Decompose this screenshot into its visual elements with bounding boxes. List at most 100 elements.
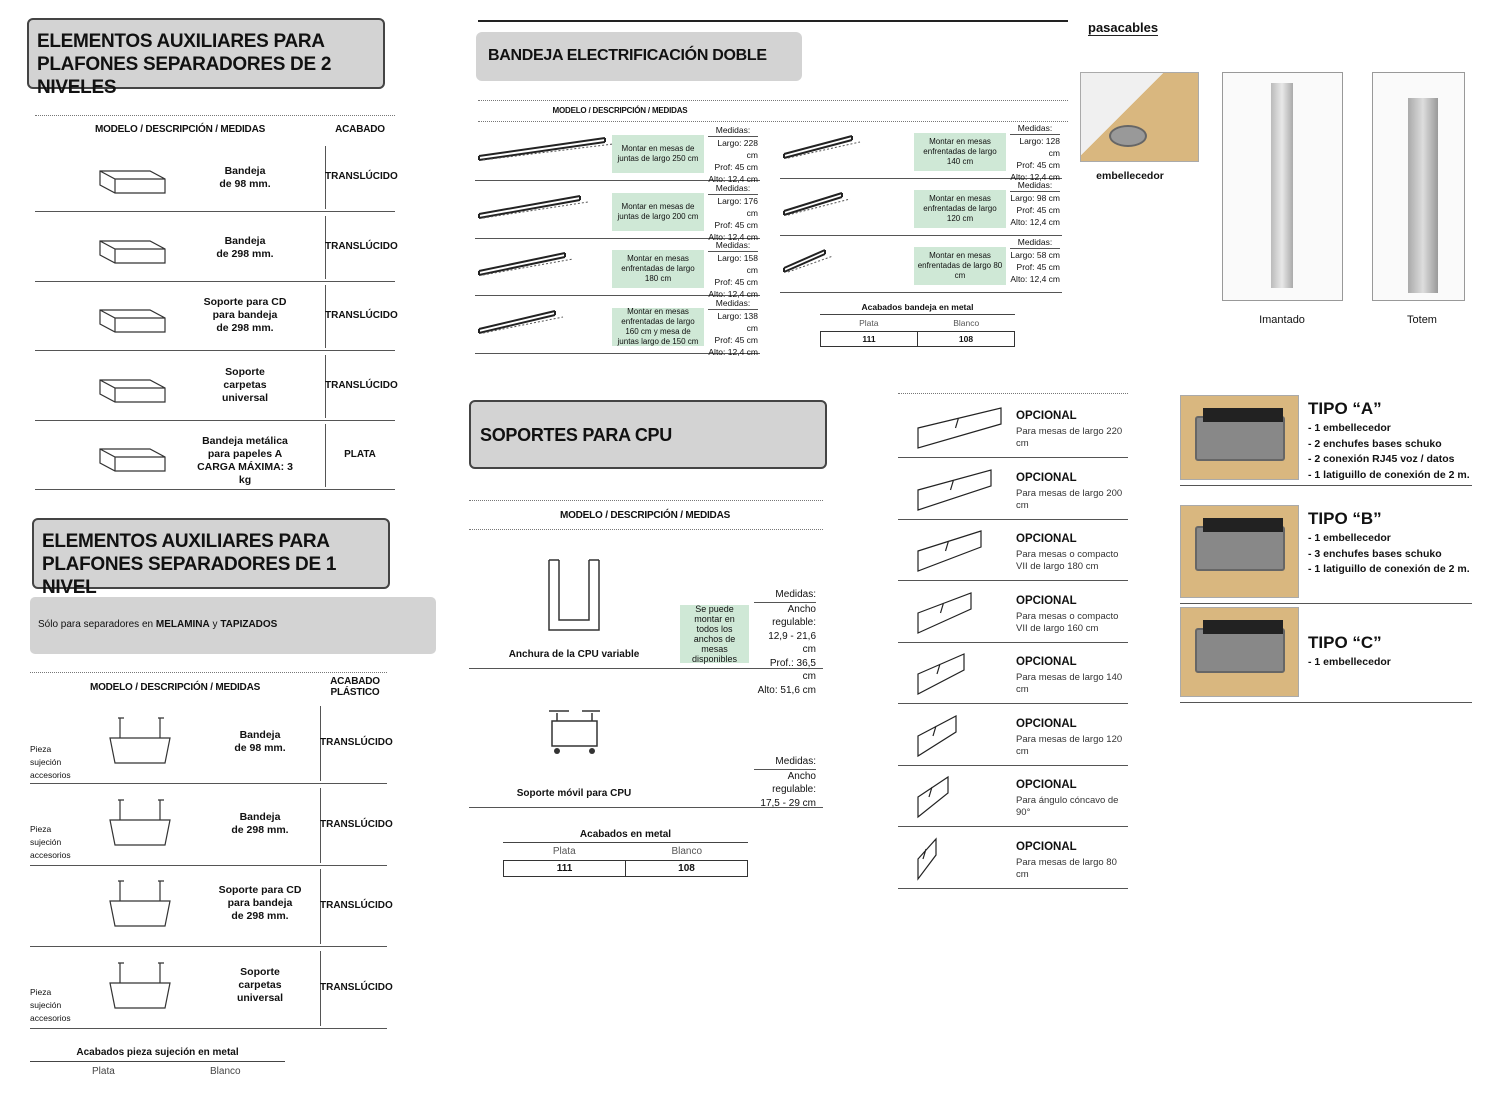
- tray-image: [780, 244, 845, 281]
- measures-label: Medidas:: [708, 124, 758, 137]
- desc-line: CARGA MÁXIMA: 3 kg: [197, 461, 293, 486]
- tipo-item: TIPO “A” - 1 embellecedor- 2 enchufes bas…: [1180, 395, 1472, 486]
- optional-title: OPCIONAL: [1016, 656, 1077, 668]
- measure: 17,5 - 29 cm: [760, 797, 816, 809]
- piece-label-line: sujeción: [30, 999, 62, 1010]
- caption-embellecedor: embellecedor: [1096, 170, 1164, 182]
- measure: Largo: 176 cm: [717, 195, 758, 218]
- item-finish: TRANSLÚCIDO: [325, 379, 398, 391]
- product-image: [90, 713, 210, 778]
- tipo-title: TIPO “A”: [1308, 399, 1382, 418]
- item-finish: TRANSLÚCIDO: [320, 818, 393, 830]
- piece-label-line: Pieza: [30, 744, 52, 754]
- divider: [898, 393, 1128, 394]
- tipo-feature: - 1 embellecedor: [1308, 422, 1391, 434]
- desc-line: de 298 mm.: [216, 322, 274, 334]
- box-shape: [1195, 526, 1285, 571]
- optional-description: Para mesas de largo 220 cm: [1016, 426, 1123, 449]
- code-plata: 111: [862, 334, 876, 344]
- grommet-box-image: [1180, 395, 1299, 480]
- tipo-item: TIPO “C”- 1 embellecedor: [1180, 607, 1472, 703]
- piece-label-line: sujeción: [30, 757, 62, 767]
- desc-line: Soporte para CD: [218, 884, 302, 896]
- optional-description: Para ángulo cóncavo de 90°: [1016, 795, 1119, 818]
- box-shape: [1195, 416, 1285, 461]
- tray-image: [780, 187, 862, 224]
- measures-label: Medidas:: [708, 239, 758, 252]
- code-plata: 111: [556, 863, 573, 874]
- note-text: Sólo para separadores en: [38, 619, 156, 630]
- column-shape: [1271, 83, 1293, 288]
- measure: Prof: 45 cm: [714, 162, 758, 172]
- measures-label: Medidas:: [708, 297, 758, 310]
- desc-line: de 298 mm.: [216, 247, 274, 260]
- panel-image: [916, 836, 1011, 887]
- header-line: PLAFONES SEPARADORES DE 2 NIVELES: [37, 54, 332, 98]
- code-blanco: 108: [625, 861, 747, 876]
- desc-line: Soporte: [225, 365, 265, 378]
- column-divider: [325, 215, 326, 279]
- panel-image: [916, 468, 1011, 518]
- panel-image: [916, 714, 1011, 764]
- panel-image: [916, 652, 1011, 702]
- column-divider: [320, 706, 321, 781]
- bandeja-row: Montar en mesas enfrentadas de largo 160…: [475, 297, 760, 357]
- pasacables-title: pasacables: [1088, 20, 1159, 36]
- box-shape: [1195, 628, 1285, 673]
- measure: Alto: 12,4 cm: [708, 289, 758, 299]
- finish-title: Acabados bandeja en metal: [820, 302, 1015, 315]
- tipo-features: - 1 embellecedor- 2 enchufes bases schuk…: [1308, 421, 1470, 483]
- tipo-feature: - 3 enchufes bases schuko: [1308, 547, 1442, 560]
- measure: Largo: 58 cm: [1010, 250, 1060, 260]
- tray-image: [475, 132, 625, 169]
- panel-image: [916, 775, 1011, 825]
- desc-line: Bandeja: [239, 729, 281, 741]
- totem-image: [1372, 72, 1465, 301]
- optional-description: Para mesas o compacto VII de largo 180 c…: [1016, 549, 1119, 572]
- grommet-box-image: [1180, 607, 1299, 697]
- column-divider: [325, 424, 326, 487]
- optional-title: OPCIONAL: [1016, 840, 1077, 853]
- tipo-feature: - 1 latiguillo de conexión de 2 m.: [1308, 468, 1470, 481]
- section-header-cpu: SOPORTES PARA CPU: [469, 400, 827, 469]
- header-line: ELEMENTOS AUXILIARES PARA: [42, 531, 330, 552]
- piece-label: Pieza sujeción accesorios: [30, 743, 71, 782]
- item-finish: TRANSLÚCIDO: [325, 240, 398, 252]
- measure: Prof: 45 cm: [1016, 160, 1060, 170]
- header-line: PLAFONES SEPARADORES DE 1 NIVEL: [42, 554, 337, 598]
- tipo-title: TIPO “B”: [1308, 509, 1382, 528]
- piece-label-line: accesorios: [30, 849, 71, 860]
- measures-label: Medidas:: [1010, 179, 1060, 192]
- optional-description: Para mesas o compacto VII de largo 160 c…: [1016, 610, 1119, 634]
- tray-image: [475, 190, 600, 227]
- desc-line: para bandeja: [212, 309, 278, 321]
- item-finish: PLATA: [344, 449, 376, 460]
- mount-note: Montar en mesas enfrentadas de largo 120…: [914, 190, 1006, 228]
- measure: Alto: 51,6 cm: [757, 684, 816, 696]
- piece-label-line: accesorios: [30, 1012, 71, 1023]
- piece-label-line: accesorios: [30, 770, 71, 780]
- bandeja-row: Montar en mesas de juntas de largo 250 c…: [475, 124, 760, 184]
- measures-label: Medidas:: [1010, 122, 1060, 135]
- mount-note: Montar en mesas enfrentadas de largo 80 …: [914, 247, 1006, 285]
- item-finish: TRANSLÚCIDO: [320, 981, 393, 993]
- code-blanco: 108: [917, 332, 1014, 346]
- measure: Largo: 228 cm: [717, 138, 758, 160]
- optional-description: Para mesas de largo 120 cm: [1016, 733, 1123, 757]
